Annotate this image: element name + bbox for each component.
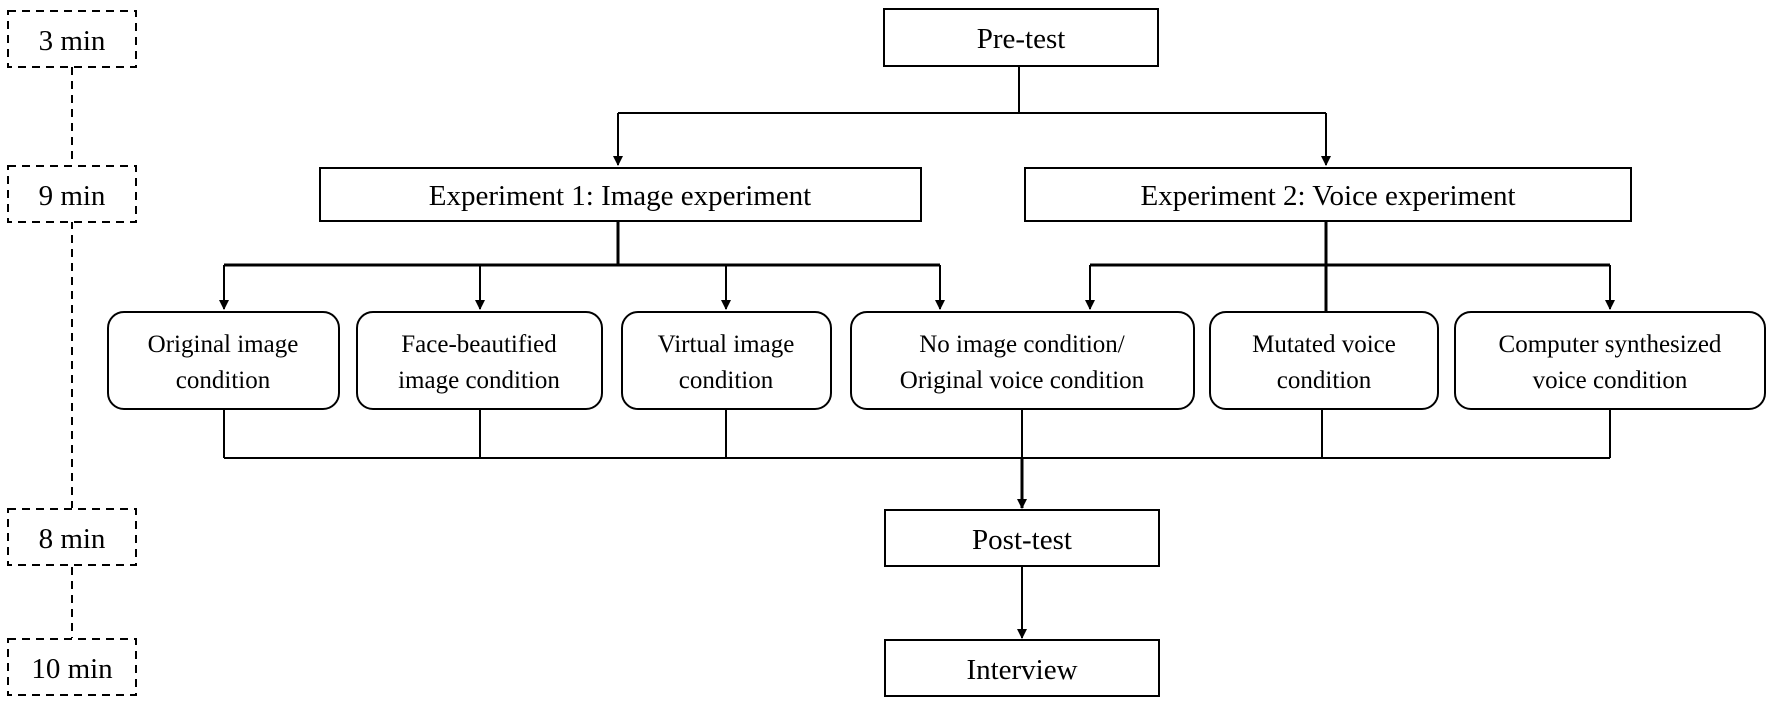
condition-original-image-line1: Original image [148,331,299,358]
timeline-label-2: 9 min [39,180,106,212]
experiment-1-box [319,167,922,222]
condition-no-image-box [850,311,1195,410]
pretest-box [883,8,1159,67]
nodes: Pre-test Experiment 1: Image experiment … [107,8,1766,697]
condition-virtual-image-line2: condition [679,367,774,394]
condition-virtual-image-line1: Virtual image [658,331,795,358]
experiment-2-label: Experiment 2: Voice experiment [1140,180,1515,212]
condition-original-image-line2: condition [176,367,271,394]
condition-mutated-voice-box [1209,311,1439,410]
condition-face-beautified-box [356,311,603,410]
pretest-label: Pre-test [977,23,1066,55]
timeline-box-2 [7,165,137,223]
condition-computer-voice-line2: voice condition [1533,367,1688,394]
experiment-2-box [1024,167,1632,222]
condition-mutated-voice-line1: Mutated voice [1252,331,1396,358]
condition-mutated-voice-line2: condition [1277,367,1372,394]
timeline-box-3 [7,508,137,566]
condition-computer-voice-box [1454,311,1766,410]
timeline-box-1 [7,10,137,68]
interview-box [884,639,1160,697]
condition-face-beautified-line2: image condition [398,367,560,394]
posttest-label: Post-test [972,524,1072,556]
timeline-label-1: 3 min [39,25,106,57]
condition-original-image-box [107,311,340,410]
timeline-label-4: 10 min [31,653,113,685]
timeline-label-3: 8 min [39,523,106,555]
timeline-box-4 [7,638,137,696]
experiment-1-label: Experiment 1: Image experiment [429,180,812,212]
posttest-box [884,509,1160,567]
condition-no-image-line2: Original voice condition [900,367,1145,394]
timeline: 3 min 9 min 8 min 10 min [7,10,137,696]
connectors [219,67,1615,639]
interview-label: Interview [966,654,1077,686]
condition-face-beautified-line1: Face-beautified [401,331,557,358]
condition-virtual-image-box [621,311,832,410]
condition-no-image-line1: No image condition/ [919,331,1125,358]
condition-computer-voice-line1: Computer synthesized [1499,331,1722,358]
